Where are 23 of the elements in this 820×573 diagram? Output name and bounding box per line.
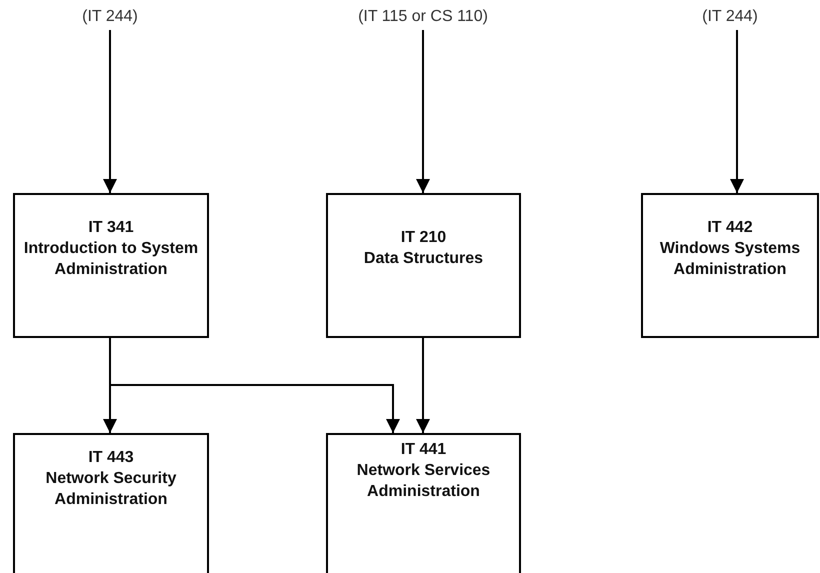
arrow bbox=[416, 338, 430, 433]
prerequisite-label: (IT 115 or CS 110) bbox=[318, 8, 528, 30]
course-title: Network Security Administration bbox=[44, 469, 178, 510]
course-code: IT 443 bbox=[88, 448, 134, 468]
course-title: Data Structures bbox=[364, 249, 484, 269]
arrow bbox=[103, 30, 117, 193]
course-box bbox=[326, 433, 521, 573]
arrow bbox=[109, 338, 400, 433]
course-title: Introduction to System Administration bbox=[23, 239, 199, 280]
course-code: IT 441 bbox=[400, 440, 446, 460]
arrow bbox=[416, 30, 430, 193]
arrow bbox=[730, 30, 744, 193]
course-code: IT 442 bbox=[707, 218, 753, 238]
prerequisite-label: (IT 244) bbox=[40, 8, 180, 30]
course-box bbox=[13, 433, 209, 573]
prerequisite-label: (IT 244) bbox=[660, 8, 800, 30]
course-box bbox=[326, 193, 521, 338]
course-box bbox=[641, 193, 819, 338]
course-title: Windows Systems Administration bbox=[658, 239, 802, 280]
course-box bbox=[13, 193, 209, 338]
course-code: IT 341 bbox=[88, 218, 134, 238]
course-code: IT 210 bbox=[400, 228, 446, 248]
course-title: Network Services Administration bbox=[356, 461, 492, 502]
